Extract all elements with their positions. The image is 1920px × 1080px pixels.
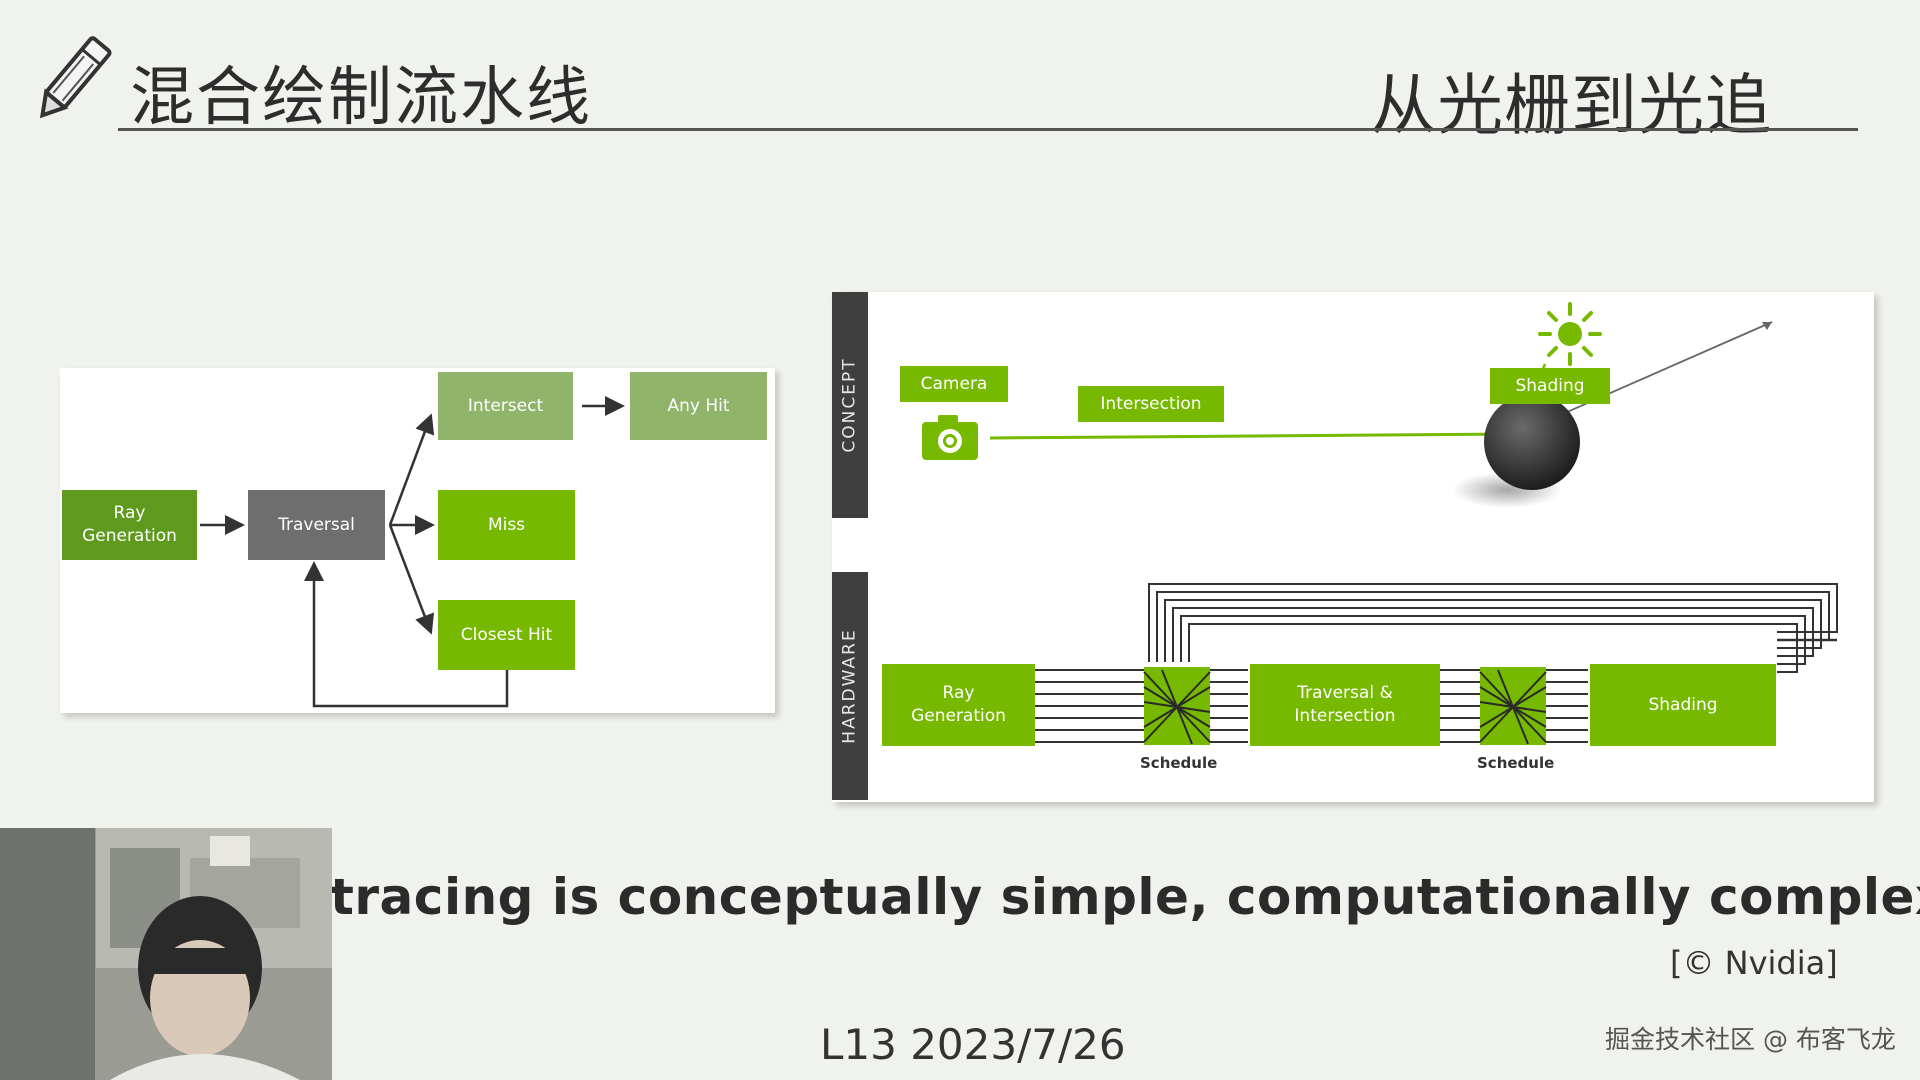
watermark-text: 掘金技术社区 @ 布客飞龙 xyxy=(1605,1025,1896,1054)
ray-generation-stage: Ray Generation xyxy=(62,490,197,560)
credit-text: [© Nvidia] xyxy=(1670,944,1838,982)
hw-traversal-intersection-stage: Traversal & Intersection xyxy=(1250,664,1440,746)
sphere-icon xyxy=(1452,394,1580,508)
schedule-label-2: Schedule xyxy=(1477,754,1555,772)
diagram-lines xyxy=(989,321,1838,745)
pipeline-diagram-panel: Ray Generation Traversal Intersect Any H… xyxy=(60,368,775,713)
camera-icon xyxy=(922,415,978,460)
hw-shading-stage: Shading xyxy=(1590,664,1776,746)
hw-ray-generation-stage: Ray Generation xyxy=(882,664,1035,746)
quote-text: tracing is conceptually simple, computat… xyxy=(330,868,1920,926)
miss-stage: Miss xyxy=(438,490,575,560)
sun-icon xyxy=(1538,302,1602,366)
pipeline-connectors xyxy=(200,396,625,708)
traversal-stage: Traversal xyxy=(248,490,385,560)
pencil-icon xyxy=(39,36,112,119)
camera-label: Camera xyxy=(900,366,1008,402)
page-title: 混合绘制流水线 xyxy=(130,61,592,135)
schedule-label-1: Schedule xyxy=(1140,754,1218,772)
page-subtitle: 从光栅到光追 xyxy=(1370,67,1772,144)
shading-concept-label: Shading xyxy=(1490,368,1610,404)
concept-side-label: CONCEPT xyxy=(832,292,868,518)
hardware-side-label: HARDWARE xyxy=(832,572,868,800)
lecture-date: L13 2023/7/26 xyxy=(820,1020,1126,1069)
intersection-label: Intersection xyxy=(1078,386,1224,422)
any-hit-stage: Any Hit xyxy=(630,372,767,440)
intersect-stage: Intersect xyxy=(438,372,573,440)
header-divider xyxy=(118,128,1858,131)
closest-hit-stage: Closest Hit xyxy=(438,600,575,670)
webcam-video xyxy=(0,828,332,1080)
concept-hardware-panel: CONCEPT HARDWARE xyxy=(832,292,1874,802)
